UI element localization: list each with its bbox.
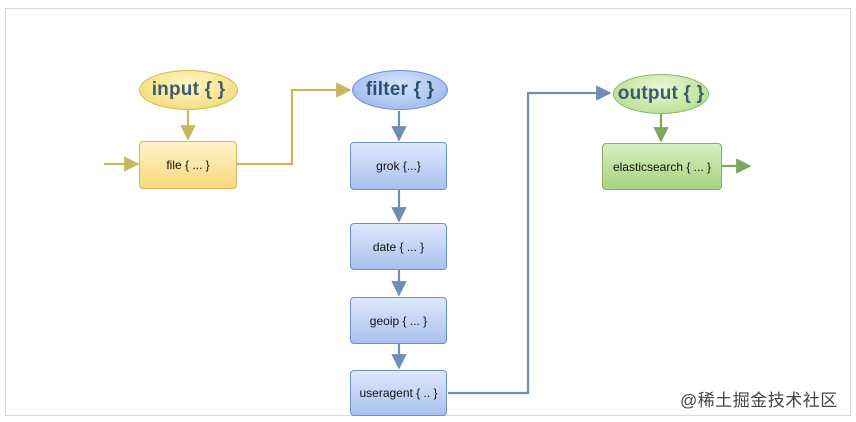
output-stage-label: output { } [617, 83, 705, 104]
input-stage-ellipse: input { } [139, 70, 238, 110]
file-node-label: file { ... } [166, 158, 210, 172]
filter-stage-ellipse: filter { } [352, 70, 448, 110]
grok-node: grok {...} [350, 142, 447, 190]
elasticsearch-node: elasticsearch { ... } [602, 143, 722, 190]
grok-node-label: grok {...} [376, 159, 421, 173]
watermark-text: @稀土掘金技术社区 [680, 391, 838, 410]
input-stage-label: input { } [151, 79, 226, 100]
geoip-node: geoip { ... } [350, 297, 447, 344]
geoip-node-label: geoip { ... } [369, 313, 428, 328]
useragent-node-label: useragent { .. } [359, 386, 438, 400]
edge-useragent-to-output [448, 85, 612, 395]
date-node-label: date { ... } [372, 239, 425, 254]
elasticsearch-node-label: elasticsearch { ... } [612, 159, 712, 174]
file-node: file { ... } [139, 141, 237, 189]
output-stage-ellipse: output { } [613, 74, 709, 114]
filter-stage-label: filter { } [365, 79, 435, 100]
date-node: date { ... } [350, 223, 447, 270]
edge-file-to-filter [237, 82, 352, 166]
useragent-node: useragent { .. } [350, 370, 447, 416]
